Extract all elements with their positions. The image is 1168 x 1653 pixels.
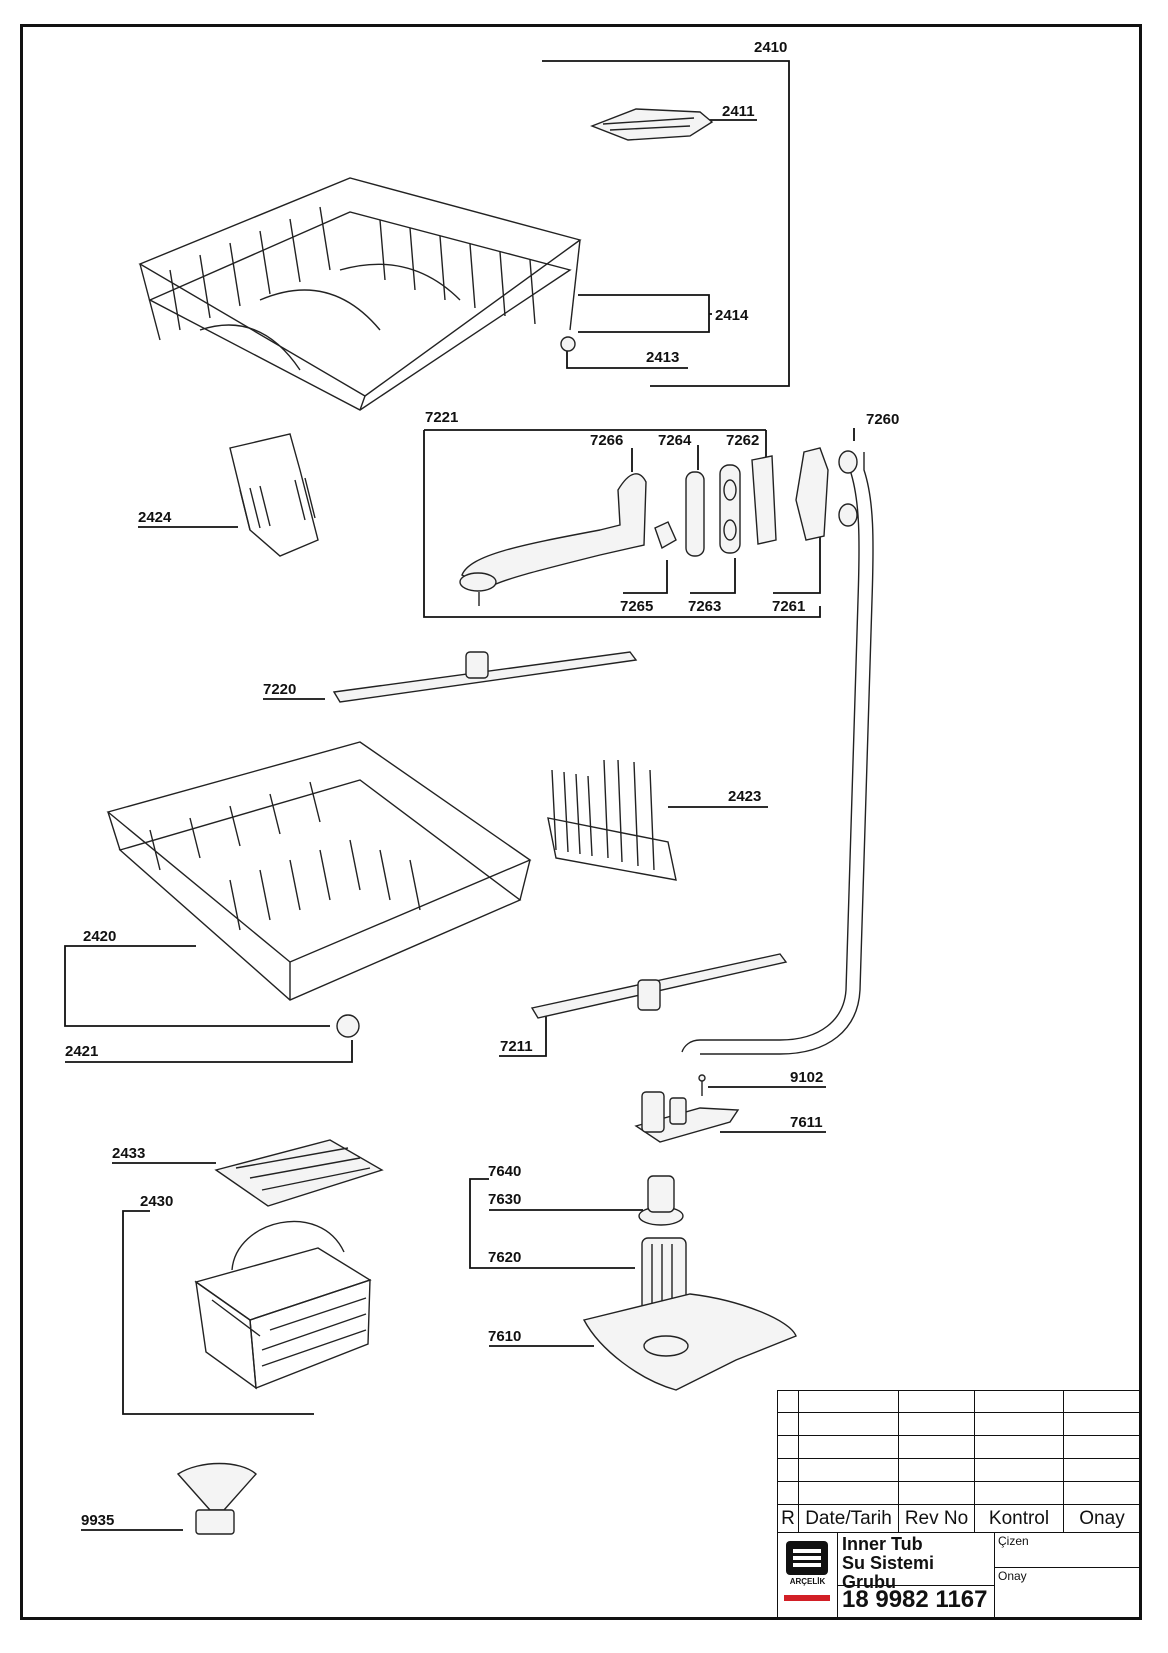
part-2430-cutlery-basket [194,1220,372,1390]
part-7265-clip [654,521,677,550]
part-2423-plate-insert [547,759,677,881]
header-kontrol: Kontrol [974,1504,1064,1533]
part-2433-cutlery-lid [214,1139,384,1207]
part-7264-gasket [685,471,705,557]
rev-cell [777,1412,799,1436]
label-9102: 9102 [790,1069,823,1086]
label-7611: 7611 [790,1114,823,1131]
part-7262-bracket [751,455,777,545]
header-rev-no: Rev No [898,1504,975,1533]
label-7263: 7263 [688,598,721,615]
label-2413: 2413 [646,349,679,366]
title-line-2: Su Sistemi Grubu [842,1553,935,1592]
rev-cell [777,1481,799,1505]
label-2430: 2430 [140,1193,173,1210]
part-2410-upper-basket [138,177,582,411]
drawing-frame [20,24,1142,1620]
label-7610: 7610 [488,1328,521,1345]
leader-lines [64,60,855,1531]
rev-cell [974,1458,1064,1482]
rev-cell [798,1412,899,1436]
onay-signature-cell: Onay [994,1567,1141,1618]
label-7620: 7620 [488,1249,521,1266]
cizen-cell: Çizen [994,1532,1141,1568]
part-9935-funnel [176,1462,257,1535]
rev-cell [777,1435,799,1459]
rev-cell [798,1458,899,1482]
part-7630-filter-cap [638,1175,684,1226]
part-2424-cup-rack [229,433,319,557]
label-2414: 2414 [715,307,749,324]
part-number-labels: 2410 2411 2414 2413 7221 7266 7264 7262 … [65,39,899,1529]
part-7266-spray-tube [459,473,647,606]
rev-cell [898,1435,975,1459]
label-7262: 7262 [726,432,759,449]
part-2420-lower-basket [106,741,532,1038]
rev-cell [898,1458,975,1482]
rev-cell [974,1412,1064,1436]
drawing-title: Inner Tub Su Sistemi Grubu [837,1532,995,1592]
part-9102-screw [698,1074,706,1096]
rev-cell [898,1390,975,1413]
rev-cell [1063,1390,1141,1413]
header-r: R [777,1504,799,1533]
label-7266: 7266 [590,432,623,449]
part-2411-rail [590,108,714,141]
label-2424: 2424 [138,509,172,526]
part-7211-lower-spray-arm [530,953,788,1019]
rev-cell [974,1435,1064,1459]
rev-cell [1063,1435,1141,1459]
label-7261: 7261 [772,598,805,615]
label-2410: 2410 [754,39,787,56]
document-number: 18 9982 1167 [837,1585,995,1618]
part-7611-manifold [634,1091,740,1143]
title-line-1: Inner Tub [842,1534,923,1554]
rev-cell [974,1481,1064,1505]
label-2421: 2421 [65,1043,98,1060]
rev-cell [1063,1412,1141,1436]
label-2411: 2411 [722,103,755,120]
part-7263-gasket [719,464,741,554]
part-7261-connector [795,447,829,541]
rev-cell [974,1390,1064,1413]
rev-cell [898,1481,975,1505]
label-7265: 7265 [620,598,653,615]
title-block: R Date/Tarih Rev No Kontrol Onay ARÇELİK… [777,1390,1141,1618]
arcelik-logo [784,1541,830,1601]
rev-cell [1063,1481,1141,1505]
label-7630: 7630 [488,1191,521,1208]
label-9935: 9935 [81,1512,114,1529]
logo-text: ARÇELİK [789,1577,826,1586]
rev-cell [777,1390,799,1413]
header-onay: Onay [1063,1504,1141,1533]
header-date: Date/Tarih [798,1504,899,1533]
rev-cell [898,1412,975,1436]
label-7220: 7220 [263,681,296,698]
label-7260: 7260 [866,411,899,428]
logo-cell: ARÇELİK [777,1532,838,1618]
label-2420: 2420 [83,928,116,945]
rev-cell [798,1435,899,1459]
label-7640: 7640 [488,1163,521,1180]
rev-cell [798,1390,899,1413]
label-7264: 7264 [658,432,692,449]
rev-cell [777,1458,799,1482]
rev-cell [1063,1458,1141,1482]
label-7211: 7211 [500,1038,533,1055]
rev-cell [798,1481,899,1505]
part-7260-feed-pipe [681,450,874,1055]
label-7221: 7221 [425,409,458,426]
label-2423: 2423 [728,788,761,805]
part-7220-upper-spray-arm [332,651,638,703]
part-7610-flat-filter [582,1293,797,1391]
label-2433: 2433 [112,1145,145,1162]
